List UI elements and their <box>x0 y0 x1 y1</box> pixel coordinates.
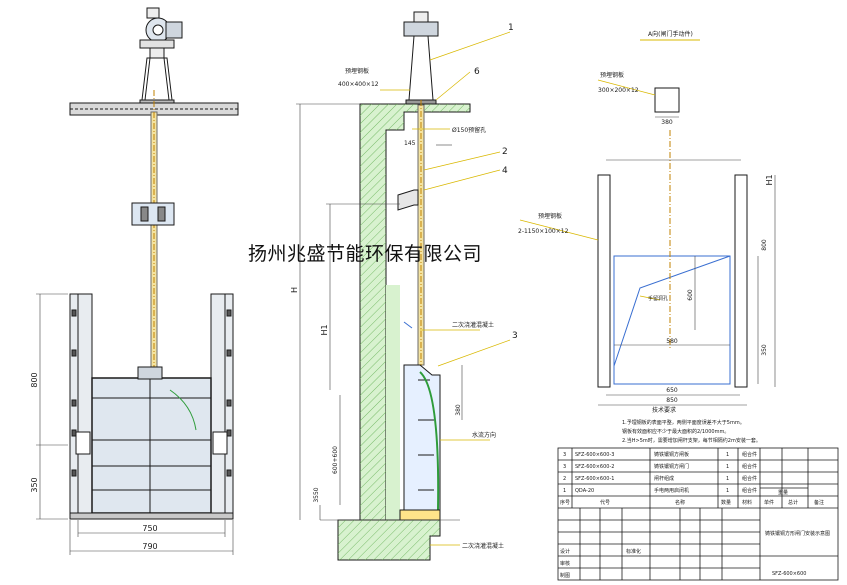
dim-3550: 3550 <box>313 487 320 502</box>
label-145: 145 <box>404 140 416 147</box>
front-elevation-view <box>36 7 239 555</box>
header-qty: 数量 <box>721 499 731 506</box>
row1-name: 铸铁镶铜方闸板 <box>654 451 689 458</box>
header-remark: 备注 <box>814 499 824 506</box>
row2-code: SFZ-600×600-2 <box>575 464 614 470</box>
section-view <box>296 11 511 561</box>
label-steel-plate-size: 400×400×12 <box>338 81 379 88</box>
dim-380: 380 <box>455 404 462 416</box>
row3-no: 2 <box>563 476 566 482</box>
row3-material: 组合件 <box>742 475 757 482</box>
row1-qty: 1 <box>726 452 729 458</box>
row2-material: 组合件 <box>742 463 757 470</box>
right-dim-350: 350 <box>761 344 768 356</box>
callout-4: 4 <box>502 166 508 176</box>
header-total: 总计 <box>788 499 798 506</box>
tech-notes-title: 技术要求 <box>652 406 676 414</box>
dim-H1: H1 <box>320 324 329 335</box>
label-hole: Ø150预留孔 <box>452 126 486 134</box>
tb-drawing-no: SFZ-600×600 <box>772 571 806 577</box>
row4-code: QDA-20 <box>575 488 594 494</box>
tech-note-line-3: 2.当H>5m时，需要增加闸杆支架，每节相隔约2m安装一套。 <box>622 437 761 444</box>
tb-title: 铸铁镶铜方形闸门安装示意图 <box>765 530 830 537</box>
dim-left-790: 790 <box>142 542 157 551</box>
header-code: 代号 <box>600 499 610 506</box>
right-embed-size: 2-1150×100×12 <box>518 228 569 235</box>
callout-2: 2 <box>502 147 508 157</box>
tb-design: 设计 <box>560 548 570 555</box>
right-embed-label: 预埋钢板 <box>538 212 562 220</box>
right-plate-label: 预埋钢板 <box>600 71 624 79</box>
header-weight: 重量 <box>778 489 788 496</box>
tb-standard: 标准化 <box>626 548 641 555</box>
header-material: 材料 <box>742 499 752 506</box>
callout-6: 6 <box>474 67 480 77</box>
callout-1: 1 <box>508 23 514 33</box>
row4-material: 组合件 <box>742 487 757 494</box>
right-dim-580: 580 <box>666 338 678 345</box>
label-steel-plate: 预埋钢板 <box>345 67 369 75</box>
tb-draw: 制图 <box>560 572 570 579</box>
row4-no: 1 <box>563 488 566 494</box>
row1-code: SFZ-600×600-3 <box>575 452 614 458</box>
hoist-handwheel <box>139 7 183 59</box>
row3-name: 闸杆组成 <box>654 475 674 482</box>
tech-note-line-2: 钢板有效面积应不少于最大面积的2/1000mm。 <box>622 428 729 435</box>
row1-no: 3 <box>563 452 566 458</box>
row3-qty: 1 <box>726 476 729 482</box>
parts-table-grid <box>557 447 839 581</box>
right-view-title: A向(闸门手动件) <box>648 30 693 38</box>
right-dim-650: 650 <box>666 387 678 394</box>
right-dim-600: 600 <box>687 289 694 301</box>
header-no: 序号 <box>560 499 570 506</box>
tech-note-line-1: 1.予埋钢板的表面平整，两侧平面度误差不大于5mm。 <box>622 419 745 426</box>
right-dim-850: 850 <box>666 397 678 404</box>
dim-left-350: 350 <box>30 477 39 492</box>
right-view <box>519 39 776 406</box>
row2-qty: 1 <box>726 464 729 470</box>
right-dim-380: 380 <box>661 119 673 126</box>
company-name: 扬州兆盛节能环保有限公司 <box>248 243 483 265</box>
right-plate-size: 300×200×12 <box>598 87 639 94</box>
row2-no: 3 <box>563 464 566 470</box>
parts-table-rows: 3 SFZ-600×600-3 铸铁镶铜方闸板 1 组合件 3 SFZ-600×… <box>560 451 824 506</box>
dim-H: H <box>290 287 299 293</box>
label-secondary-concrete-1: 二次浇灌混凝土 <box>452 321 494 329</box>
row4-name: 手电两用启闭机 <box>654 487 689 494</box>
row1-material: 组合件 <box>742 451 757 458</box>
right-dim-800: 800 <box>761 239 768 251</box>
row2-name: 铸铁镶铜方闸门 <box>654 463 689 470</box>
tb-check: 审核 <box>560 560 570 567</box>
header-unit: 单件 <box>764 499 774 506</box>
row3-code: SFZ-600×600-1 <box>575 476 614 482</box>
dim-left-750: 750 <box>142 524 157 533</box>
right-dim-H1: H1 <box>765 174 774 185</box>
right-hole-label: 手留洞孔 <box>648 295 668 302</box>
label-secondary-concrete-2: 二次浇灌混凝土 <box>462 542 504 550</box>
header-name: 名称 <box>675 499 685 506</box>
dim-left-800: 800 <box>30 372 39 387</box>
label-water-flow: 水流方向 <box>472 431 496 439</box>
row4-qty: 1 <box>726 488 729 494</box>
callout-3: 3 <box>512 331 518 341</box>
dim-600-600: 600+600 <box>332 446 339 474</box>
